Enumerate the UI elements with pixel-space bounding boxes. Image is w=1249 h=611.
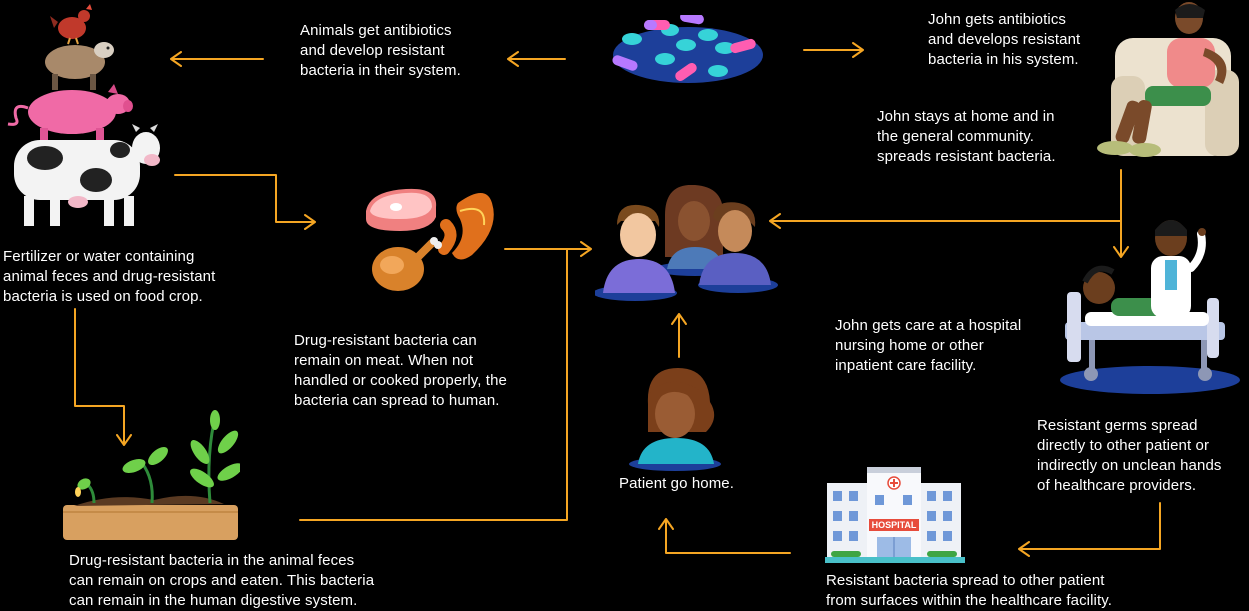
caption-john-antibiotics: John gets antibiotics and develops resis… bbox=[928, 11, 1081, 68]
caption-crops: Drug-resistant bacteria in the animal fe… bbox=[69, 552, 375, 609]
caption-meat: Drug-resistant bacteria can remain on me… bbox=[294, 332, 507, 409]
arrow-patient-to-people bbox=[671, 313, 687, 358]
arrow-pills-to-animals-text bbox=[507, 51, 566, 67]
hospital-building-icon bbox=[825, 467, 965, 563]
farm-animals-icon bbox=[7, 4, 160, 226]
arrow-animals-to-meat bbox=[174, 174, 316, 230]
caption-surfaces: Resistant bacteria spread to other patie… bbox=[826, 572, 1113, 609]
hospital-sign: HOSPITAL bbox=[871, 520, 917, 530]
caption-patient-home: Patient go home. bbox=[619, 475, 735, 492]
hospital-bed-icon bbox=[1060, 220, 1240, 394]
caption-animals-antibiotics: Animals get antibiotics and develop resi… bbox=[300, 22, 461, 79]
arrow-animals-to-crops bbox=[74, 308, 132, 446]
caption-fertilizer: Fertilizer or water containing animal fe… bbox=[3, 248, 216, 305]
arrow-john-to-hospital bbox=[1113, 220, 1129, 258]
arrow-surfaces-to-patient bbox=[658, 518, 791, 554]
antibiotic-pills-icon bbox=[612, 15, 763, 83]
caption-john-home: John stays at home and in the general co… bbox=[877, 108, 1056, 165]
arrow-meat-to-people bbox=[504, 241, 592, 257]
john-armchair-icon bbox=[1097, 2, 1239, 157]
community-people-icon bbox=[595, 185, 778, 301]
patient-woman-icon bbox=[629, 368, 721, 471]
arrow-crops-to-people bbox=[299, 248, 568, 521]
crop-sprouts-icon bbox=[63, 410, 240, 540]
arrow-pills-to-john bbox=[803, 42, 864, 58]
arrow-germs-to-building bbox=[1018, 502, 1161, 557]
caption-germs-spread: Resistant germs spread directly to other… bbox=[1037, 417, 1222, 494]
caption-john-hospital: John gets care at a hospital nursing hom… bbox=[835, 317, 1022, 374]
arrow-text-to-animals bbox=[170, 51, 264, 67]
meat-products-icon bbox=[366, 188, 494, 291]
